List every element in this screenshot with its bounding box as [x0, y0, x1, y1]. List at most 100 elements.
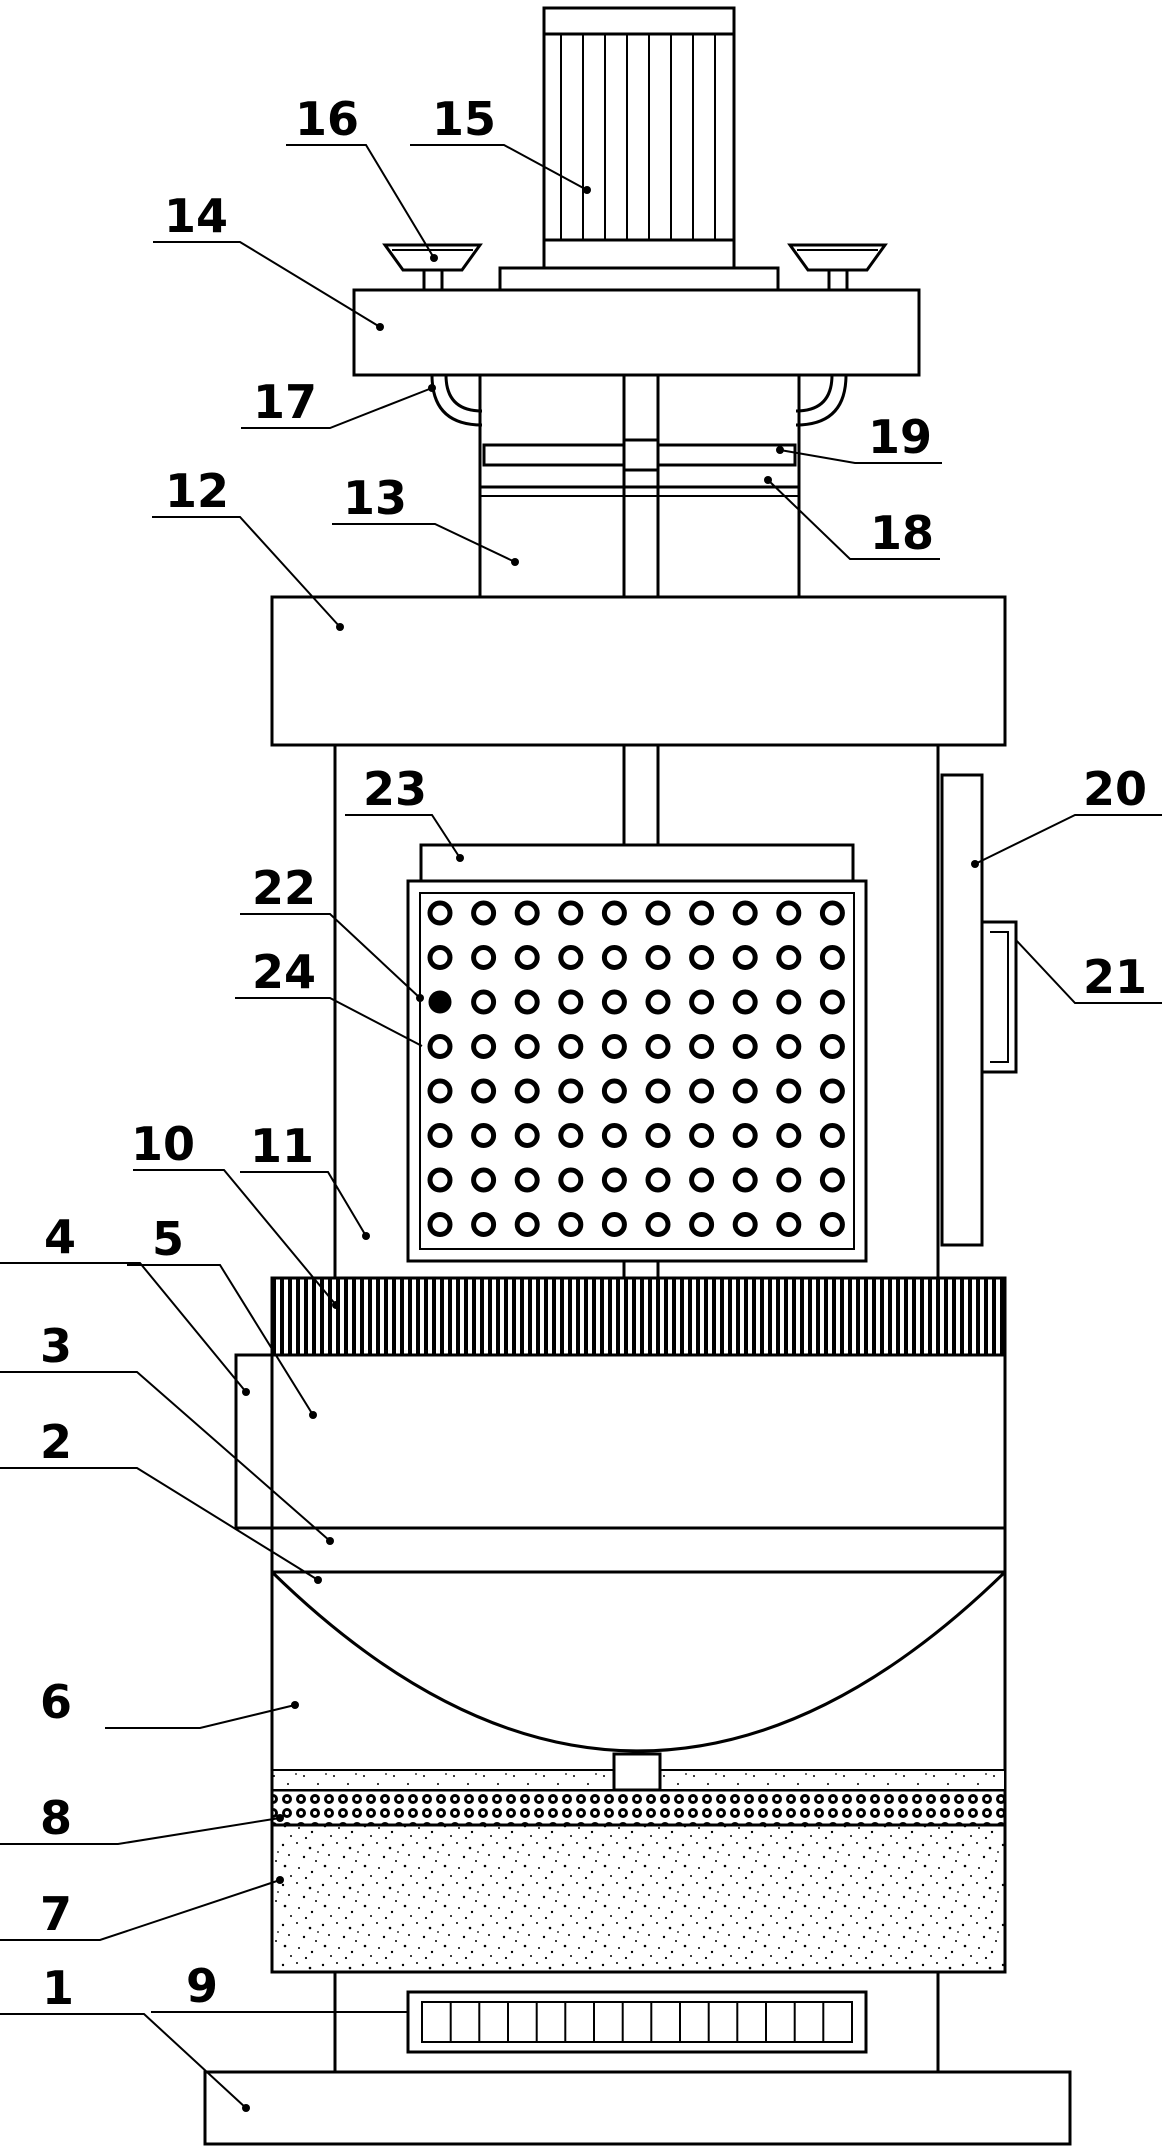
filter-hole	[776, 1078, 802, 1104]
panel-handle-inner	[990, 931, 1009, 1063]
filter-hole	[689, 1078, 715, 1104]
label-14: 14	[164, 189, 228, 243]
base-plate	[203, 2070, 1072, 2146]
filter-hole	[819, 1123, 845, 1148]
top-lid	[352, 288, 921, 377]
filter-hole	[819, 945, 845, 970]
label-4: 4	[44, 1210, 76, 1264]
filter-hole	[601, 1034, 627, 1059]
fan-grille	[406, 1990, 868, 2054]
filter-hole	[427, 945, 453, 970]
filter-hole	[689, 1034, 715, 1059]
filter-hole	[645, 1123, 671, 1148]
filter-hole	[645, 1034, 671, 1059]
filter-hole	[558, 1034, 584, 1059]
perforated-stir-box	[406, 879, 868, 1263]
label-21: 21	[1083, 950, 1147, 1004]
filter-hole	[427, 1167, 453, 1193]
filter-hole	[427, 1034, 453, 1059]
filter-hole	[732, 1167, 758, 1193]
label-13: 13	[343, 471, 407, 525]
label-2: 2	[40, 1415, 72, 1469]
filter-hole	[776, 1123, 802, 1148]
filter-hole	[776, 945, 802, 970]
filter-hole	[558, 1212, 584, 1237]
filter-hole	[776, 1167, 802, 1193]
filter-hole	[558, 1078, 584, 1104]
filter-hole	[645, 1167, 671, 1193]
filter-hole	[558, 900, 584, 926]
panel-handle	[982, 920, 1018, 1074]
filter-hole	[776, 1212, 802, 1237]
filter-hole	[514, 1034, 540, 1059]
control-panel	[940, 773, 984, 1247]
filter-hole	[601, 900, 627, 926]
filter-hole	[819, 1034, 845, 1059]
mounting-block	[419, 843, 855, 883]
filter-hole	[514, 1123, 540, 1148]
label-5: 5	[152, 1212, 184, 1266]
filter-hole	[776, 900, 802, 926]
filter-hole	[427, 900, 453, 926]
filter-hole	[427, 1123, 453, 1148]
filter-hole	[471, 1034, 497, 1059]
label-22: 22	[252, 861, 316, 915]
feed-pipe-left-inner	[444, 374, 483, 413]
filter-hole	[558, 1167, 584, 1193]
filter-hole	[732, 1212, 758, 1237]
label-3: 3	[40, 1319, 72, 1373]
filter-hole	[427, 1078, 453, 1104]
label-1: 1	[42, 1961, 74, 2015]
filter-hole	[601, 989, 627, 1015]
upper-platform	[270, 595, 1007, 747]
shaft-coupling	[622, 438, 660, 472]
motor-base	[498, 266, 780, 292]
toothed-ring	[270, 1276, 1007, 1357]
leader-lines	[0, 144, 1162, 2109]
label-24: 24	[252, 945, 316, 999]
filter-hole	[776, 989, 802, 1015]
filter-hole	[689, 1212, 715, 1237]
filter-hole	[514, 989, 540, 1015]
label-15: 15	[432, 92, 496, 146]
filter-hole	[645, 989, 671, 1015]
filter-hole	[514, 1078, 540, 1104]
label-10: 10	[131, 1117, 195, 1171]
label-17: 17	[253, 375, 317, 429]
label-8: 8	[40, 1791, 72, 1845]
label-20: 20	[1083, 762, 1147, 816]
label-7: 7	[40, 1887, 72, 1941]
filter-hole	[645, 1212, 671, 1237]
filter-hole	[471, 900, 497, 926]
filter-hole	[601, 1078, 627, 1104]
label-9: 9	[186, 1959, 218, 2013]
filter-hole	[819, 900, 845, 926]
filter-hole	[732, 945, 758, 970]
label-12: 12	[165, 464, 229, 518]
filter-hole	[427, 1212, 453, 1237]
filter-hole	[601, 1123, 627, 1148]
filter-hole	[645, 945, 671, 970]
filter-hole	[645, 1078, 671, 1104]
sand-filter-layer	[270, 1823, 1007, 1974]
filter-hole	[819, 1078, 845, 1104]
filter-hole	[514, 1212, 540, 1237]
filter-hole	[471, 989, 497, 1015]
filter-hole	[732, 1078, 758, 1104]
feed-pipe-right	[795, 374, 848, 427]
label-11: 11	[250, 1119, 314, 1173]
filter-hole	[471, 1167, 497, 1193]
filter-hole	[471, 1212, 497, 1237]
filter-hole	[689, 1167, 715, 1193]
filter-hole	[819, 1167, 845, 1193]
filter-hole	[471, 945, 497, 970]
filter-hole	[601, 945, 627, 970]
filter-hole	[601, 1167, 627, 1193]
filter-hole	[776, 1034, 802, 1059]
filter-holes	[427, 900, 845, 1237]
filter-hole	[732, 989, 758, 1015]
side-box	[234, 1353, 274, 1530]
filter-hole	[558, 989, 584, 1015]
leader-dots	[242, 186, 979, 2112]
filter-hole	[558, 945, 584, 970]
